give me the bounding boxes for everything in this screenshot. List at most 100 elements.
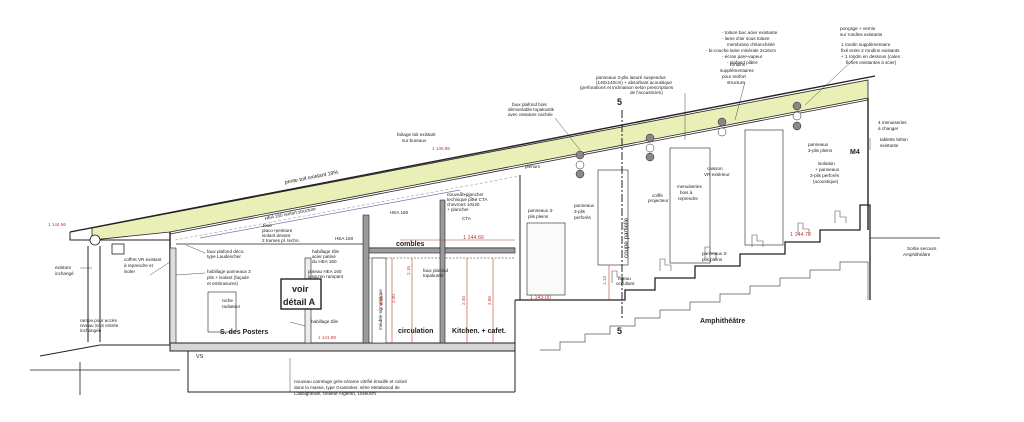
poncage-1: ponçage + vernis	[840, 26, 876, 31]
ramp	[39, 344, 170, 357]
niche-radiateur	[207, 291, 237, 333]
rondin-supp-4: fiches existantes à scier)	[846, 60, 897, 65]
habillage-panneaux-3: et embrasures)	[207, 281, 238, 286]
isolation-3: 3-plis perforés	[810, 173, 840, 178]
joue-4: 2 trames pl. techn.	[262, 238, 300, 243]
menuiseries-bois-2: bois à	[680, 190, 693, 195]
tablette-1: tablette béton	[880, 137, 908, 142]
rondins-supp-1: rondins	[730, 62, 746, 67]
toiture-4: - bi-couche laine minérale 2x16cm	[706, 48, 776, 53]
coffret-vr-2: à reprendre et	[124, 263, 154, 268]
menuiseries-changer-2: à changer	[878, 126, 899, 131]
toiture-2: - lame d'air sous toiture	[722, 36, 770, 41]
panneaux-perfores-a-3: perforés	[574, 215, 592, 220]
coiffe-1: coiffe	[652, 193, 663, 198]
menuiseries-bois-3: reprendre	[678, 196, 698, 201]
left-eave	[69, 232, 170, 241]
poteau-1: poteau HEA 160	[308, 269, 342, 274]
section-mark-top: 5	[617, 97, 622, 107]
section-mark-bottom: 5	[617, 326, 622, 336]
tablette-2: existante	[880, 143, 899, 148]
dim-5: 2.65	[487, 296, 492, 305]
hea160-column-b	[439, 199, 446, 344]
panneaux-pleins-c-1: panneaux	[808, 142, 829, 147]
panneaux-pleins-a-2: plis pleins	[528, 214, 549, 219]
faux-plafond-deco-2: type Laudescher	[207, 254, 241, 259]
panneaux-suspendus-1: panneaux 3-plis lasuré suspendus	[596, 75, 666, 80]
coiffe-2: projecteur	[648, 198, 669, 203]
voir-detail-box	[280, 278, 322, 310]
faitage-label: faîtage toit existant	[397, 132, 436, 137]
leader-lines	[80, 57, 871, 392]
rondin-supp-1: 1 rondin supplémentaire	[841, 42, 891, 47]
m4-label: M4	[850, 149, 860, 156]
nouveau-plancher-4: + plancher	[447, 207, 469, 212]
basement-wall	[187, 351, 515, 393]
dim-4: 2.40	[461, 296, 466, 305]
toiture-6: - plafond plâtre	[727, 60, 758, 65]
habillage-tole-3: du HEA 160	[312, 259, 337, 264]
panneaux-suspendus-2: (140x140cm) + absorbant acoustique	[596, 80, 672, 85]
panneaux-pleins-a-1: panneaux 3-	[528, 208, 554, 213]
roof-outer-line	[69, 75, 876, 233]
coffret-vr-1: coffret VR existant	[124, 257, 162, 262]
rampe-2: niveau SAS entrée	[80, 323, 119, 328]
kitchen-label: Kitchen. + cafet.	[452, 328, 506, 335]
rondins-supp-3: pour renfort	[722, 74, 746, 79]
niche-2: radiateur	[222, 304, 241, 309]
niche-1: niche	[222, 298, 233, 303]
rondins-supp-2: supplémentaires	[720, 68, 754, 73]
rondins-supp-4: structure	[727, 80, 745, 85]
meuble-label: meuble signalétique	[378, 289, 383, 330]
rideau-1: rideau	[618, 276, 631, 281]
sortie-2: Amphithéâtre	[903, 252, 931, 257]
carrelage-2: dans la masse, type Granitoker, série Me…	[294, 385, 400, 390]
nouveau-plancher-1: nouveau plancher	[447, 192, 484, 197]
joue-3: isolant devant	[262, 233, 291, 238]
dim-1: 2.35	[379, 296, 384, 305]
panneaux-perfores-a-2: 3-plis	[574, 209, 586, 214]
habillage-panneaux-2: plis + isolant (façade	[207, 275, 249, 280]
rondin-supp-3: + 1 rondin en dessous (cales	[841, 54, 901, 59]
wall-panel-a	[526, 222, 566, 296]
hea160-c: HEA 160	[335, 236, 354, 241]
s-posters-label: S. des Posters	[220, 329, 268, 336]
menuiseries-changer-1: 4 menuiseries	[878, 120, 907, 125]
faux-plafond-bois-3: avec ossature cachée	[508, 112, 553, 117]
coupe-partielle-label: coupe partielle	[623, 217, 630, 258]
panneaux-perfores-a-1: panneaux	[574, 203, 595, 208]
dim-2: 2.00	[391, 294, 396, 303]
joue-1: Joue	[262, 223, 272, 228]
plenum-label: plenum	[525, 164, 540, 169]
faux-plafond-topa-2: topakustik	[423, 273, 444, 278]
level-top-left: 1 144.96	[48, 222, 66, 227]
nouveau-plancher-3: chevrons 10x20	[447, 202, 480, 207]
sortie-1: Sortie secours	[907, 246, 937, 251]
hea160-b: HEA 160	[390, 210, 409, 215]
habillage-tole-2: acier patiné	[312, 254, 336, 259]
dim-6: 1.13	[602, 276, 607, 285]
combles-label: combles	[396, 241, 425, 248]
poncage-2: sur rondins existants	[840, 32, 883, 37]
left-facade-panel	[169, 247, 177, 344]
poteau-2: jusqu'en rampant	[307, 274, 344, 279]
dim-3: 2.15	[406, 266, 411, 275]
panneaux-suspendus-3: (perforations et inclinaison selon presc…	[580, 85, 674, 90]
habillage-tole-1: habillage tôle	[312, 249, 340, 254]
carrelage-3: Casalgrande, couleur Argento, 10x60cm	[294, 391, 376, 396]
roof-inner-line	[169, 99, 869, 235]
level-amphi-low: 1 143.00	[530, 295, 551, 301]
coffret-vr-3: isoler	[124, 269, 135, 274]
vs-label: VS	[196, 354, 204, 360]
habillage-panneaux-1: habillage panneaux 3	[207, 269, 251, 274]
menuiseries-bois-1: menuiseries	[677, 184, 702, 189]
voir-label: voir	[292, 284, 309, 294]
level-floor: 1 141.98	[318, 335, 336, 340]
toiture-3: membrane d'étanchéité	[727, 42, 775, 47]
toiture-5: - écran pare-vapeur	[722, 54, 763, 59]
circulation-label: circulation	[398, 328, 433, 335]
faitage-label-2: sur bureaux	[402, 138, 427, 143]
exterior-stair	[540, 261, 869, 351]
existant-2: inchangé	[55, 271, 74, 276]
